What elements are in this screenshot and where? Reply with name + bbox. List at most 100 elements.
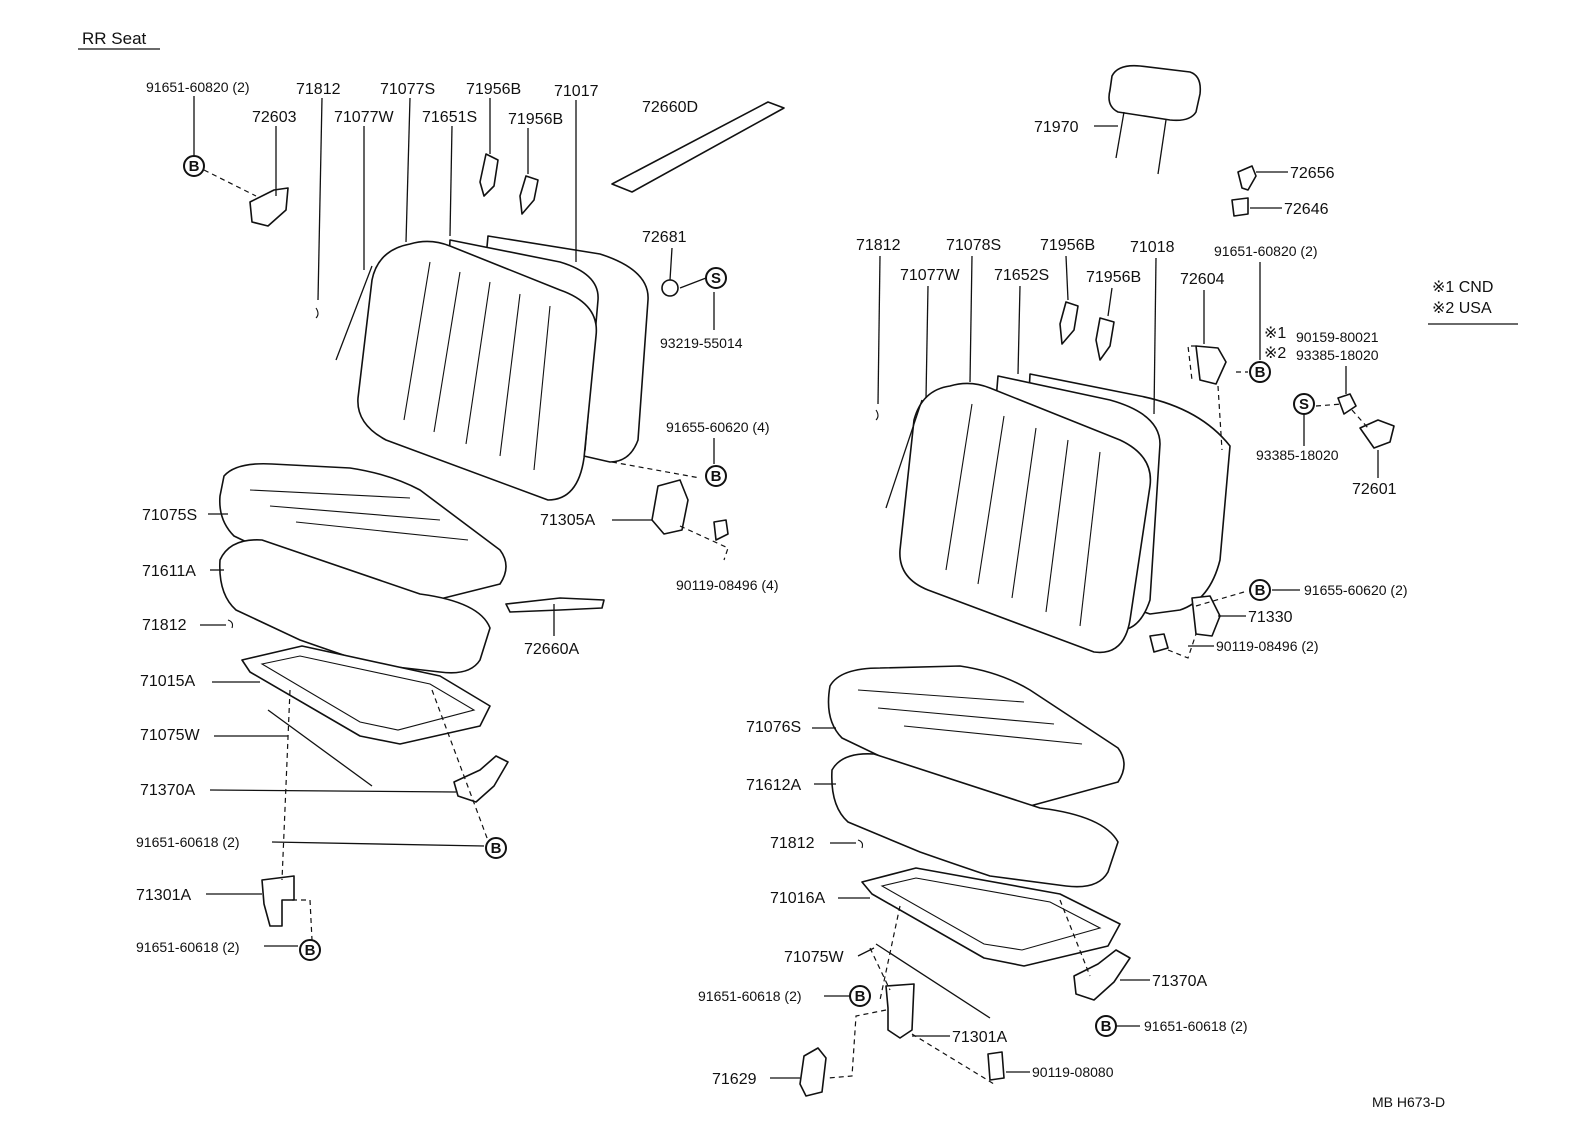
left-label-71370a: 71370A xyxy=(140,782,195,799)
right-label-72601: 72601 xyxy=(1352,481,1397,498)
right-dash-8 xyxy=(879,905,901,1001)
left-label-71077w: 71077W xyxy=(334,109,394,126)
left-label-90119-08496-4: 90119-08496 (4) xyxy=(676,577,778,593)
right-label-90159-80021: 90159-80021 xyxy=(1296,329,1379,345)
right-wire-71077w xyxy=(885,399,923,509)
right-label-71956b-a: 71956B xyxy=(1040,237,1095,254)
left-lock-71370a xyxy=(453,755,509,803)
right-label-71970: 71970 xyxy=(1034,119,1079,136)
right-hinge-72604 xyxy=(1195,345,1227,385)
left-ld-22 xyxy=(271,841,485,847)
left-seatback-stitch-5 xyxy=(533,305,551,471)
left-dash-2 xyxy=(611,461,701,479)
right-label-mark-2: ※2 xyxy=(1264,345,1286,362)
left-cushion-stitch-2 xyxy=(269,505,441,521)
right-dash-2 xyxy=(1217,385,1223,451)
left-label-71651s: 71651S xyxy=(422,109,477,126)
right-headrest-guide-1 xyxy=(1059,301,1079,345)
right-seatback-stitch-5 xyxy=(1079,451,1101,627)
svg-text:B: B xyxy=(711,468,722,485)
left-label-71017: 71017 xyxy=(554,83,599,100)
svg-text:B: B xyxy=(305,942,316,959)
right-label-71301a: 71301A xyxy=(952,1029,1007,1046)
right-headrest-post-2 xyxy=(1157,119,1167,175)
left-seatback-stitch-2 xyxy=(433,271,461,433)
left-seat-assembly: B S B B B 91651-60820 (2) 71812 71077S 7… xyxy=(136,79,785,961)
right-label-71370a: 71370A xyxy=(1152,973,1207,990)
left-cushion-stitch-1 xyxy=(249,489,411,499)
right-guide-72646 xyxy=(1231,197,1249,217)
svg-text:S: S xyxy=(711,270,721,287)
right-label-72604: 72604 xyxy=(1180,271,1225,288)
right-label-71016a: 71016A xyxy=(770,890,825,907)
left-wire-71077w xyxy=(335,265,373,361)
legend-cnd: ※1 CND xyxy=(1432,279,1493,296)
left-bolt-symbol-3: B xyxy=(485,837,507,859)
right-bracket-71301a xyxy=(885,983,915,1039)
right-wire-71075w xyxy=(875,943,991,1019)
right-label-71018: 71018 xyxy=(1130,239,1175,256)
right-frame-71016a xyxy=(861,867,1121,967)
right-dash-1 xyxy=(1187,345,1196,381)
left-cushion-pad xyxy=(219,539,491,674)
left-ld-10 xyxy=(669,247,673,281)
left-dash-4 xyxy=(281,689,291,881)
right-screw-90159 xyxy=(1337,393,1357,415)
right-knob-72601 xyxy=(1359,419,1395,449)
right-cover-71629 xyxy=(799,1047,827,1097)
left-ld-11 xyxy=(679,277,707,289)
right-seatback-stitch-3 xyxy=(1011,427,1037,599)
left-label-71611a: 71611A xyxy=(142,563,196,580)
right-ld-4 xyxy=(877,255,881,405)
left-wire-71075w xyxy=(267,709,373,787)
left-dash-5 xyxy=(431,689,491,847)
right-ld-7 xyxy=(1017,285,1021,375)
left-label-91651-60618-a: 91651-60618 (2) xyxy=(136,834,240,850)
right-bolt-90119-08496 xyxy=(1149,633,1169,653)
left-label-71812-top: 71812 xyxy=(296,81,341,98)
right-seatback-cover xyxy=(899,382,1152,654)
right-cushion-cover xyxy=(827,665,1125,811)
right-ld-6 xyxy=(969,255,973,383)
svg-text:S: S xyxy=(1299,396,1309,413)
left-label-91651-60618-b: 91651-60618 (2) xyxy=(136,939,240,955)
right-label-93385-18020-b: 93385-18020 xyxy=(1256,447,1339,463)
left-ld-6 xyxy=(449,125,453,237)
right-ld-8 xyxy=(1065,255,1069,301)
right-bolt-symbol-2: B xyxy=(1249,579,1271,601)
left-cushion-cover xyxy=(218,462,507,609)
left-bolt-90119 xyxy=(713,519,729,541)
right-dash-4 xyxy=(1315,403,1343,407)
right-ld-10 xyxy=(1153,257,1157,415)
left-label-71812-mid: 71812 xyxy=(142,617,187,634)
right-label-91655-60620-2: 91655-60620 (2) xyxy=(1304,582,1408,598)
right-label-90119-08080: 90119-08080 xyxy=(1032,1064,1114,1080)
svg-text:B: B xyxy=(1255,582,1266,599)
right-label-72646: 72646 xyxy=(1284,201,1329,218)
left-seatback-stitch-3 xyxy=(465,281,491,445)
right-bracket-71330 xyxy=(1191,595,1221,637)
right-label-71078s: 71078S xyxy=(946,237,1001,254)
left-bolt-symbol-1: B xyxy=(183,155,205,177)
left-label-72660a: 72660A xyxy=(524,641,579,658)
left-label-71305a: 71305A xyxy=(540,512,595,529)
left-rod-72660d xyxy=(611,101,785,193)
right-label-91651-60618-b: 91651-60618 (2) xyxy=(1144,1018,1248,1034)
right-ld-23 xyxy=(857,947,875,957)
right-guide-72656 xyxy=(1237,165,1257,191)
svg-text:B: B xyxy=(1255,364,1266,381)
right-headrest-post-1 xyxy=(1115,111,1125,159)
right-label-71612a: 71612A xyxy=(746,777,801,794)
right-cushion-stitch-3 xyxy=(903,725,1083,745)
right-label-mark-1: ※1 xyxy=(1264,325,1286,342)
right-dash-11 xyxy=(827,1009,887,1079)
right-label-71956b-b: 71956B xyxy=(1086,269,1141,286)
right-label-71812-mid: 71812 xyxy=(770,835,815,852)
diagram-title: RR Seat xyxy=(82,29,147,48)
left-label-71015a: 71015A xyxy=(140,673,195,690)
right-seatback-stitch-4 xyxy=(1045,439,1069,613)
left-seatback-stitch-1 xyxy=(403,261,431,421)
left-label-91651-60820: 91651-60820 (2) xyxy=(146,79,250,95)
right-bolt-symbol-4: B xyxy=(1095,1015,1117,1037)
